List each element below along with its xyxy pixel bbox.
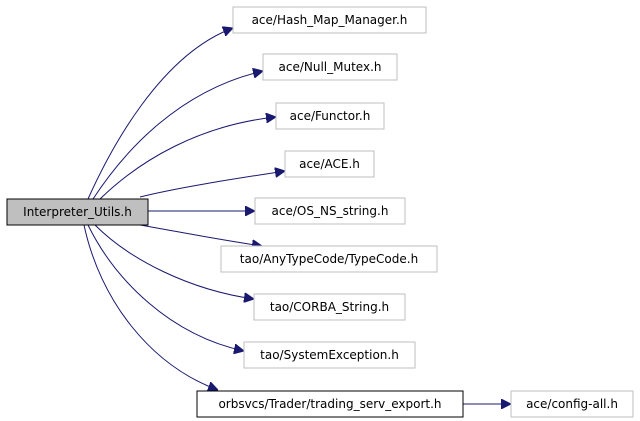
node-functor[interactable]: ace/Functor.h: [275, 102, 385, 130]
edge-to-system-exception: [87, 224, 244, 351]
node-ace[interactable]: ace/ACE.h: [284, 150, 375, 178]
node-null-mutex[interactable]: ace/Null_Mutex.h: [262, 53, 398, 81]
node-label: orbsvcs/Trader/trading_serv_export.h: [218, 397, 441, 411]
edge-to-corba-string: [94, 224, 254, 299]
node-label: tao/SystemException.h: [260, 348, 399, 362]
node-label: tao/CORBA_String.h: [270, 300, 389, 314]
node-label: ace/config-all.h: [526, 397, 618, 411]
edge-to-null-mutex: [92, 71, 263, 200]
node-trading-serv-export[interactable]: orbsvcs/Trader/trading_serv_export.h: [196, 390, 464, 418]
edge-to-typecode: [139, 224, 262, 246]
node-label: Interpreter_Utils.h: [23, 205, 132, 219]
node-corba-string[interactable]: tao/CORBA_String.h: [253, 293, 406, 321]
node-label: ace/Null_Mutex.h: [279, 60, 382, 74]
node-label: ace/ACE.h: [299, 157, 360, 171]
node-label: ace/OS_NS_string.h: [272, 204, 389, 218]
node-os-ns-string[interactable]: ace/OS_NS_string.h: [254, 197, 406, 225]
node-label: ace/Functor.h: [290, 109, 371, 123]
node-system-exception[interactable]: tao/SystemException.h: [243, 341, 416, 369]
edge-to-trading-serv-export: [83, 224, 218, 390]
node-config-all[interactable]: ace/config-all.h: [510, 390, 634, 418]
edge-to-functor: [99, 117, 276, 200]
edges: [83, 28, 511, 404]
node-interpreter-utils[interactable]: Interpreter_Utils.h: [6, 198, 149, 226]
node-hash-map-manager[interactable]: ace/Hash_Map_Manager.h: [232, 6, 427, 34]
node-label: tao/AnyTypeCode/TypeCode.h: [240, 252, 418, 266]
node-label: ace/Hash_Map_Manager.h: [252, 13, 408, 27]
node-typecode[interactable]: tao/AnyTypeCode/TypeCode.h: [220, 245, 438, 273]
edge-to-hash-map-manager: [87, 28, 233, 200]
edge-to-ace: [139, 171, 285, 198]
